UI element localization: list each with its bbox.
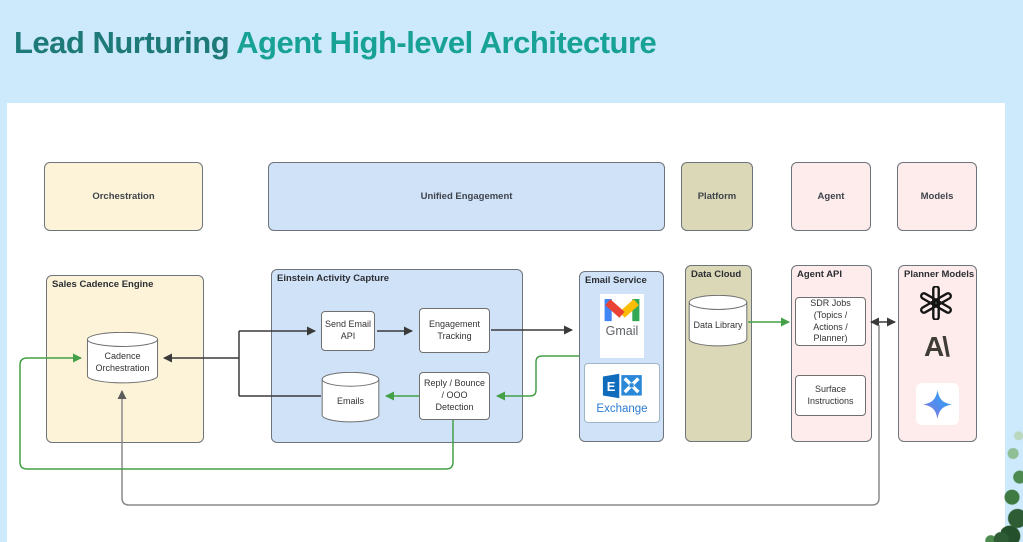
page-title: Lead Nurturing Agent High-level Architec… (14, 24, 657, 61)
engagement-tracking-label: Engagement Tracking (428, 318, 481, 341)
sdr-jobs-node: SDR Jobs (Topics / Actions / Planner) (795, 297, 866, 346)
cadence-orchestration-datastore: Cadence Orchestration (86, 332, 159, 384)
lane-models: Models (897, 162, 977, 231)
lane-agent: Agent (791, 162, 871, 231)
lane-unified-engagement: Unified Engagement (268, 162, 665, 231)
gmail-label: Gmail (605, 324, 639, 338)
gmail-service: Gmail (600, 294, 644, 358)
send-email-api-label: Send Email API (324, 319, 372, 341)
anthropic-glyph: A\ (924, 331, 950, 362)
lane-orchestration-label: Orchestration (92, 191, 155, 202)
exchange-label: Exchange (596, 403, 648, 415)
container-einstein-activity-capture-label: Einstein Activity Capture (277, 273, 390, 284)
lane-models-label: Models (920, 191, 954, 202)
emails-label: Emails (336, 396, 364, 407)
data-library-datastore: Data Library (688, 295, 748, 347)
openai-logo-icon (919, 285, 953, 321)
send-email-api-node: Send Email API (321, 311, 375, 351)
svg-text:E: E (607, 379, 616, 394)
engagement-tracking-node: Engagement Tracking (419, 308, 490, 353)
sdr-jobs-label: SDR Jobs (Topics / Actions / Planner) (810, 298, 851, 344)
lane-unified-engagement-label: Unified Engagement (420, 191, 513, 202)
anthropic-logo-icon: A\ (911, 331, 961, 363)
page-title-accent: Agent High-level Architecture (236, 24, 657, 60)
gmail-icon (604, 299, 640, 322)
emails-datastore: Emails (321, 372, 380, 423)
reply-bounce-ooo-node: Reply / Bounce / OOO Detection (419, 372, 490, 420)
lane-platform-label: Platform (697, 191, 737, 202)
reply-bounce-ooo-label: Reply / Bounce / OOO Detection (423, 378, 486, 412)
container-agent-api-label: Agent API (797, 269, 843, 280)
container-sales-cadence-engine-label: Sales Cadence Engine (52, 279, 154, 290)
cadence-orchestration-label: Cadence Orchestration (95, 351, 150, 373)
container-data-cloud-label: Data Cloud (691, 269, 742, 280)
exchange-service: E Exchange (584, 363, 660, 423)
surface-instructions-label: Surface Instructions (807, 383, 854, 406)
gemini-icon (923, 389, 952, 419)
surface-instructions-node: Surface Instructions (795, 375, 866, 416)
exchange-icon: E (602, 373, 642, 399)
lane-orchestration: Orchestration (44, 162, 203, 231)
data-library-label: Data Library (693, 319, 743, 330)
page-title-primary: Lead Nurturing (14, 24, 237, 60)
container-email-service-label: Email Service (585, 275, 647, 286)
container-data-cloud: Data Cloud (685, 265, 752, 442)
lane-agent-label: Agent (817, 191, 845, 202)
gemini-logo-tile (916, 383, 959, 425)
lane-platform: Platform (681, 162, 753, 231)
container-planner-models-label: Planner Models (904, 269, 975, 280)
